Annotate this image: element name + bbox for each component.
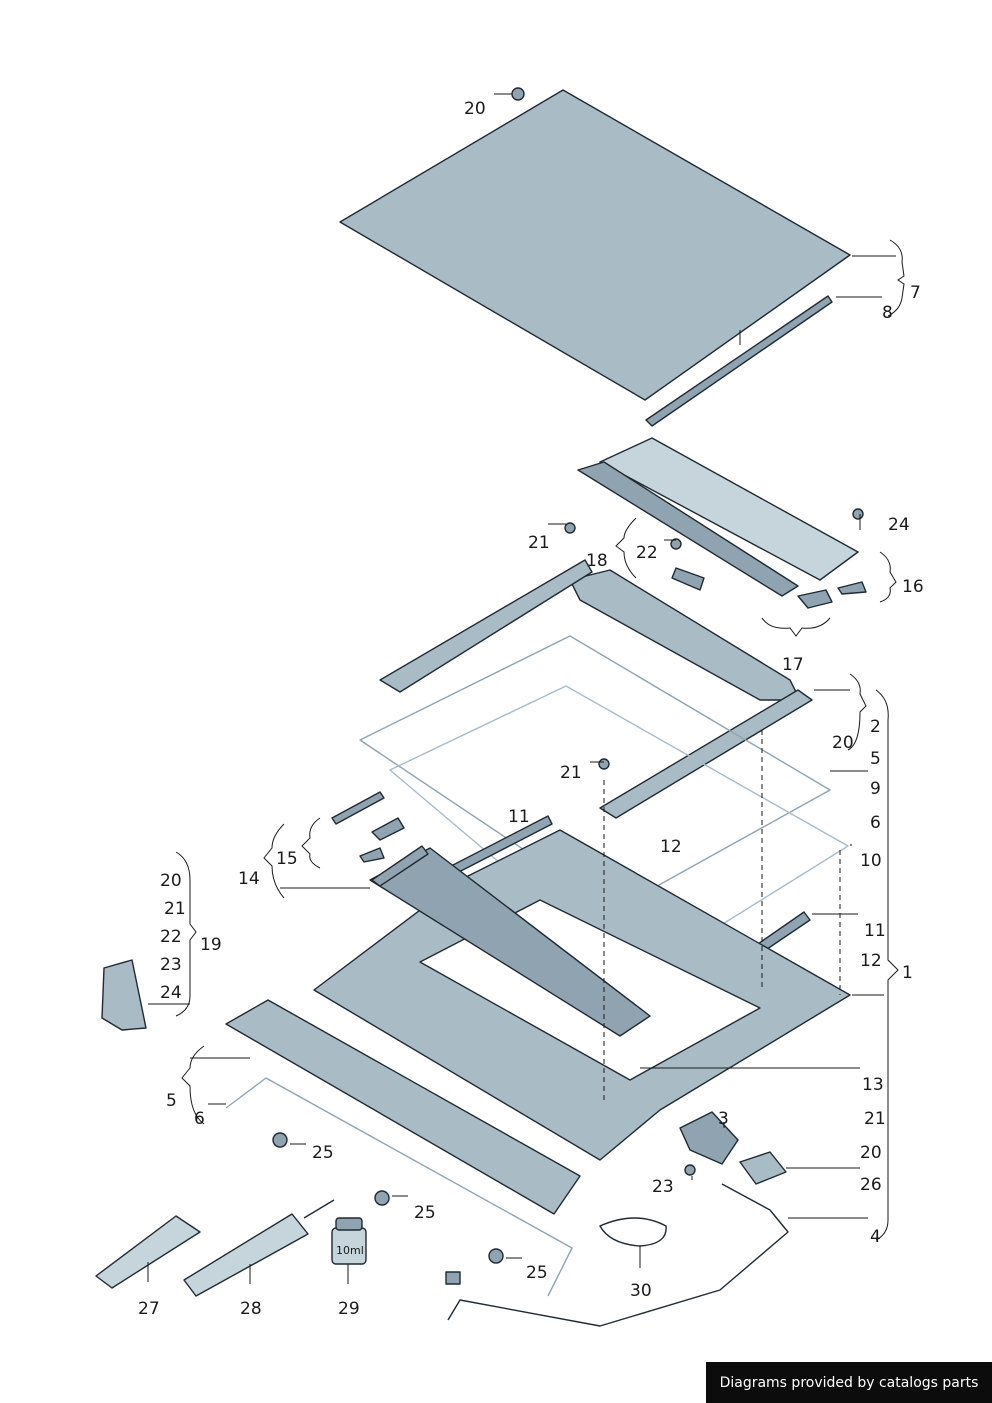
label-25-c: 25 xyxy=(526,1263,548,1283)
interior-cover[interactable] xyxy=(225,999,581,1215)
brace-7 xyxy=(887,239,905,317)
label-23-d: 23 xyxy=(652,1177,674,1197)
cartridge-28[interactable] xyxy=(183,1213,309,1297)
cable-tie[interactable] xyxy=(599,1217,667,1247)
bottle-label: 10ml xyxy=(336,1244,364,1257)
label-7: 7 xyxy=(910,283,921,303)
label-3: 3 xyxy=(718,1109,729,1129)
label-19: 19 xyxy=(200,935,222,955)
label-27: 27 xyxy=(138,1299,160,1319)
tube-27[interactable] xyxy=(95,1215,201,1289)
brace-16 xyxy=(879,551,897,603)
label-21-d: 21 xyxy=(864,1109,886,1129)
label-20-top: 20 xyxy=(464,99,486,119)
label-1: 1 xyxy=(902,963,913,983)
brace-22 xyxy=(615,517,637,579)
label-2: 2 xyxy=(870,717,881,737)
glass-panel[interactable] xyxy=(339,89,851,401)
label-11-b: 11 xyxy=(864,921,886,941)
label-28: 28 xyxy=(240,1299,262,1319)
screw-22[interactable] xyxy=(670,538,682,550)
label-20-d: 20 xyxy=(860,1143,882,1163)
label-12-a: 12 xyxy=(660,837,682,857)
brace-14 xyxy=(263,823,285,899)
label-22-c: 22 xyxy=(160,927,182,947)
repair-kit-pouch[interactable] xyxy=(101,959,147,1031)
harness-connector[interactable] xyxy=(445,1271,461,1285)
label-11-a: 11 xyxy=(508,807,530,827)
label-18: 18 xyxy=(586,551,608,571)
label-6-left: 6 xyxy=(194,1109,205,1129)
label-8: 8 xyxy=(882,303,893,323)
clip-nut-1[interactable] xyxy=(272,1132,288,1148)
label-17: 17 xyxy=(782,655,804,675)
clip-nut-3[interactable] xyxy=(488,1248,504,1264)
brace-19 xyxy=(175,851,197,1017)
screw-21-a[interactable] xyxy=(564,522,576,534)
sunshade-panel[interactable] xyxy=(599,437,859,581)
left-guide-rail[interactable] xyxy=(379,559,593,693)
label-6-right: 6 xyxy=(870,813,881,833)
label-21-a: 21 xyxy=(528,533,550,553)
clip-nut-2[interactable] xyxy=(374,1190,390,1206)
label-26: 26 xyxy=(860,1175,882,1195)
label-21-b: 21 xyxy=(560,763,582,783)
label-14: 14 xyxy=(238,869,260,889)
screw-top[interactable] xyxy=(511,87,525,101)
credit-banner: Diagrams provided by catalogs parts xyxy=(706,1362,992,1403)
label-5-left: 5 xyxy=(166,1091,177,1111)
bracket-15-a[interactable] xyxy=(371,817,405,841)
sunshade-front-bar[interactable] xyxy=(577,461,799,597)
label-20-c: 20 xyxy=(160,871,182,891)
brace-5-6 xyxy=(181,1045,205,1125)
control-unit[interactable] xyxy=(739,1151,787,1185)
label-20-b: 20 xyxy=(832,733,854,753)
drain-strip-left[interactable] xyxy=(331,791,385,825)
screw-24[interactable] xyxy=(852,508,864,520)
screw-23[interactable] xyxy=(684,1164,696,1176)
label-22-a: 22 xyxy=(636,543,658,563)
label-5-right: 5 xyxy=(870,749,881,769)
label-9: 9 xyxy=(870,779,881,799)
label-29: 29 xyxy=(338,1299,360,1319)
bracket-14[interactable] xyxy=(371,845,429,887)
wiring-harness[interactable] xyxy=(447,1183,789,1327)
sunshade-clip-2[interactable] xyxy=(837,581,867,595)
label-4: 4 xyxy=(870,1227,881,1247)
label-30: 30 xyxy=(630,1281,652,1301)
label-24-c: 24 xyxy=(160,983,182,1003)
guide-slide[interactable] xyxy=(671,567,705,591)
label-21-c: 21 xyxy=(164,899,186,919)
sunroof-motor[interactable] xyxy=(679,1111,739,1165)
label-24-right: 24 xyxy=(888,515,910,535)
drain-hose[interactable] xyxy=(225,1077,573,1297)
brace-1 xyxy=(875,689,899,1241)
sunshade-clip[interactable] xyxy=(797,589,833,609)
label-10: 10 xyxy=(860,851,882,871)
brace-15 xyxy=(301,817,321,869)
brace-bottom-16 xyxy=(761,617,831,637)
screw-21-b[interactable] xyxy=(598,758,610,770)
label-25-b: 25 xyxy=(414,1203,436,1223)
label-25-a: 25 xyxy=(312,1143,334,1163)
glass-seal-strip[interactable] xyxy=(645,295,833,427)
label-16: 16 xyxy=(902,577,924,597)
label-13: 13 xyxy=(862,1075,884,1095)
right-guide-rail[interactable] xyxy=(599,689,813,819)
label-12-b: 12 xyxy=(860,951,882,971)
label-23-c: 23 xyxy=(160,955,182,975)
bracket-15-b[interactable] xyxy=(359,847,385,863)
brace-2 xyxy=(847,673,867,751)
rear-crossmember[interactable] xyxy=(569,569,801,701)
label-15: 15 xyxy=(276,849,298,869)
